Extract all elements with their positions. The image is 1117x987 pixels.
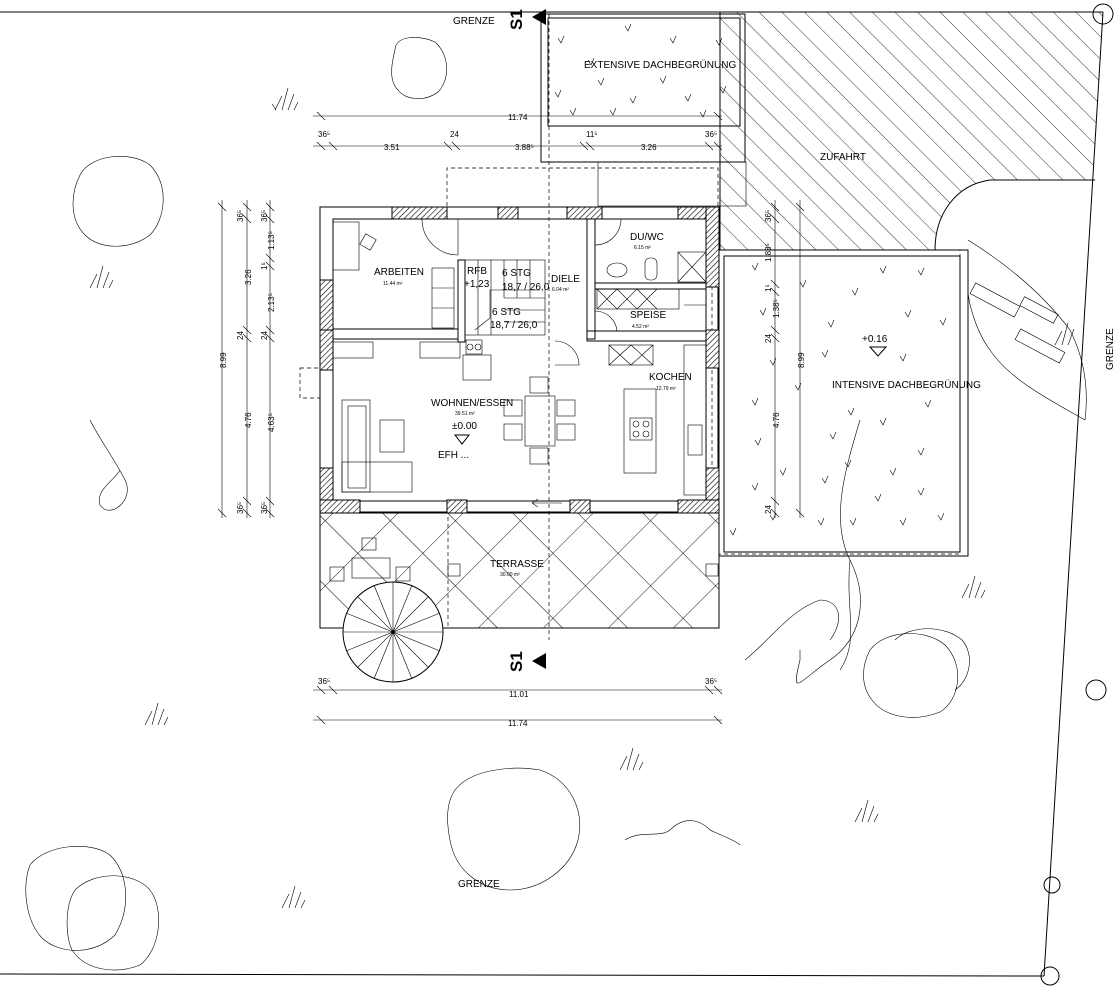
extensive-roof: EXTENSIVE DACHBEGRÜNUNG <box>540 13 746 163</box>
tree <box>391 37 447 99</box>
roof-plant <box>729 262 947 536</box>
room-rfb-level: +1,23 <box>464 279 490 290</box>
tree <box>72 155 164 247</box>
dim-top-overall: 11.74 <box>508 113 528 122</box>
dim-left-c3-1: 1.13⁵ <box>267 231 276 250</box>
boundary-label-top: GRENZE <box>453 16 495 27</box>
room-duwc: DU/WC <box>630 232 664 243</box>
room-speise-area: 4.52 m² <box>632 324 649 330</box>
grass-tufts <box>89 87 1075 909</box>
roof-plant <box>554 23 727 118</box>
dim-top-w4: 36⁵ <box>705 130 717 139</box>
roof-plants <box>554 23 947 536</box>
driveway: ZUFAHRT <box>719 12 1103 251</box>
grass-tuft <box>854 799 879 823</box>
extensive-roof-label: EXTENSIVE DACHBEGRÜNUNG <box>584 59 736 71</box>
dim-top-w3: 11⁵ <box>586 130 598 139</box>
boundary-label-right: GRENZE <box>1105 328 1116 370</box>
dim-top-w2: 24 <box>450 130 459 139</box>
intensive-roof-label: INTENSIVE DACHBEGRÜNUNG <box>832 379 981 391</box>
room-wohnen-area: 39.51 m² <box>455 411 475 417</box>
terrace-area: 30.00 m² <box>500 572 520 578</box>
dim-top-seg3: 3.26 <box>641 143 657 152</box>
dim-right-c1-6: 24 <box>764 505 773 514</box>
parasol <box>342 581 444 683</box>
stairs-upper-spec: 18,7 / 26,0 <box>502 282 550 293</box>
dim-bottom-w2: 36⁵ <box>705 677 717 686</box>
tree <box>894 628 970 691</box>
house <box>299 206 720 514</box>
section-mark-top: S1 <box>507 9 526 30</box>
dim-bottom-inner: 11.01 <box>509 690 529 699</box>
room-rfb: RFB <box>467 266 487 277</box>
grass-tuft <box>271 87 299 111</box>
grass-tuft <box>1054 322 1075 346</box>
dim-right-c1-2: 1⁵ <box>764 284 773 292</box>
section-mark-bottom: S1 <box>507 651 526 672</box>
shrub-band <box>967 239 1087 421</box>
dim-right-c1-3: 1.38⁵ <box>772 299 781 318</box>
boundary-label-bottom: GRENZE <box>458 879 500 890</box>
shrub <box>89 419 128 511</box>
dim-left-c3-4: 24 <box>260 331 269 340</box>
dim-left-c2-0: 36⁵ <box>236 210 245 222</box>
room-kochen: KOCHEN <box>649 372 692 383</box>
room-arbeiten-area: 11.44 m² <box>383 281 403 287</box>
dimension-lines <box>217 111 805 725</box>
dim-right-c1-5: 4.76 <box>772 412 781 428</box>
dim-right-c1-1: 1.88⁵ <box>764 243 773 262</box>
dim-left-c2-2: 24 <box>236 331 245 340</box>
driveway-label: ZUFAHRT <box>820 152 866 163</box>
dim-top-seg1: 3.51 <box>384 143 400 152</box>
tree <box>447 767 580 891</box>
dim-bottom-w1: 36⁵ <box>318 677 330 686</box>
room-wohnen-level: ±0.00 <box>452 421 477 432</box>
room-diele-area: 6.04 m² <box>552 287 569 293</box>
intensive-roof: INTENSIVE DACHBEGRÜNUNG +0.16 <box>711 249 981 684</box>
tree <box>66 875 160 971</box>
dim-right-overall: 8.99 <box>797 352 806 368</box>
shrub <box>744 599 839 661</box>
room-duwc-area: 6.15 m² <box>634 245 651 251</box>
dim-top-seg2: 3.88⁵ <box>515 143 534 152</box>
stairs-lower-spec: 18,7 / 26,0 <box>490 320 538 331</box>
dim-left-c3-6: 36⁵ <box>260 502 269 514</box>
dim-left-c2-4: 36⁵ <box>236 502 245 514</box>
dim-left-c3-0: 36⁵ <box>260 210 269 222</box>
grass-tuft <box>281 885 306 909</box>
grass-tuft <box>961 575 986 599</box>
room-wohnen: WOHNEN/ESSEN <box>431 398 513 409</box>
tree <box>863 633 958 718</box>
dim-bottom-overall: 11.74 <box>508 719 528 728</box>
dim-left-c2-1: 3.26 <box>244 269 253 285</box>
upper-floor-outline <box>446 167 719 206</box>
roof-level: +0.16 <box>862 334 888 345</box>
terrace-label: TERRASSE <box>490 559 544 570</box>
dim-left-c2-3: 4.76 <box>244 412 253 428</box>
grass-tuft <box>89 265 114 289</box>
shrub <box>624 820 741 846</box>
stairs-upper-label: 6 STG <box>502 268 531 279</box>
grass-tuft <box>619 747 644 771</box>
tree <box>25 845 126 951</box>
stairs-lower-label: 6 STG <box>492 307 521 318</box>
room-wohnen-efh: EFH ... <box>438 450 469 461</box>
section-line <box>532 9 550 669</box>
dim-left-c3-2: 1⁵ <box>260 262 269 270</box>
dim-left-c3-3: 2.13⁵ <box>267 293 276 312</box>
room-diele: DIELE <box>551 274 580 285</box>
carport-edge <box>597 161 747 207</box>
dim-left-overall: 8.99 <box>219 352 228 368</box>
room-kochen-area: 12.79 m² <box>656 386 676 392</box>
room-speise: SPEISE <box>630 310 666 321</box>
trees <box>25 37 970 971</box>
dim-right-c1-4: 24 <box>764 334 773 343</box>
dim-left-c3-5: 4.63⁵ <box>267 413 276 432</box>
grass-tuft <box>144 702 169 726</box>
dim-right-c1-0: 36⁵ <box>764 210 773 222</box>
room-arbeiten: ARBEITEN <box>374 267 424 278</box>
dim-top-w1: 36⁵ <box>318 130 330 139</box>
